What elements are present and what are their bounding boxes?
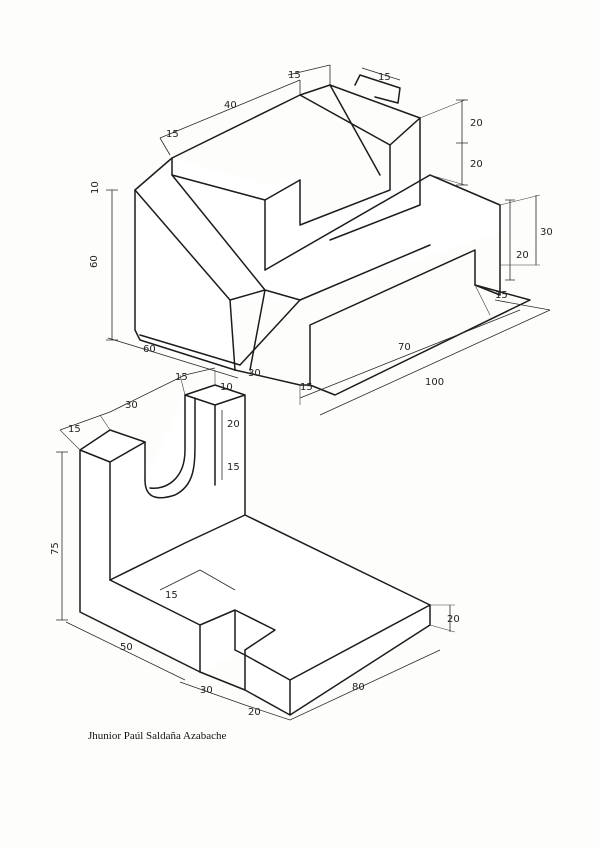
dim-label-lower-80: 80 xyxy=(352,682,365,693)
dim-label-lower-15-slot: 15 xyxy=(227,462,240,473)
upper-left-vertical-edge xyxy=(134,189,236,371)
dim-label-upper-40: 40 xyxy=(224,100,237,111)
upper-right-block xyxy=(264,174,501,386)
dim-label-lower-15-left: 15 xyxy=(68,424,81,435)
dim-label-upper-30-base: 30 xyxy=(248,368,261,379)
dim-label-upper-15-base: 15 xyxy=(300,382,313,393)
dim-label-upper-20-a: 20 xyxy=(470,118,483,129)
upper-front-lower-edge xyxy=(139,299,301,366)
dim-label-upper-15-top: 15 xyxy=(288,70,301,81)
dim-label-lower-20-right: 20 xyxy=(447,614,460,625)
upper-slope-line xyxy=(299,84,391,176)
dim-label-lower-15-top: 15 xyxy=(175,372,188,383)
lower-part: 75 15 30 15 10 20 15 15 50 30 20 80 20 xyxy=(50,367,460,721)
dim-label-upper-60-vertical: 60 xyxy=(89,255,100,268)
dim-label-upper-100: 100 xyxy=(425,377,444,388)
upper-small-tab xyxy=(354,74,401,104)
dim-label-upper-15-right: 15 xyxy=(495,290,508,301)
lower-notch xyxy=(109,579,276,673)
dim-label-upper-15-left: 15 xyxy=(166,129,179,140)
upper-bottom-edge xyxy=(234,369,311,386)
lower-bottom-step xyxy=(199,671,246,691)
upper-part: 60 10 60 15 40 15 15 20 20 30 20 15 70 1… xyxy=(89,64,553,416)
dim-label-lower-30-top: 30 xyxy=(125,400,138,411)
dim-label-lower-75: 75 xyxy=(50,542,61,555)
dim-label-upper-20-c: 20 xyxy=(516,250,529,261)
upper-center-crease xyxy=(229,289,266,371)
dim-label-lower-10: 10 xyxy=(220,382,233,393)
dim-label-lower-20-slot: 20 xyxy=(227,419,240,430)
dim-label-lower-15-notch: 15 xyxy=(165,590,178,601)
dim-label-upper-15-tab: 15 xyxy=(378,72,391,83)
dim-label-upper-70: 70 xyxy=(398,342,411,353)
dim-label-lower-50: 50 xyxy=(120,642,133,653)
dim-label-upper-30: 30 xyxy=(540,227,553,238)
dim-label-lower-20-bottom: 20 xyxy=(248,707,261,718)
upper-ridge xyxy=(171,157,301,201)
author-signature: Jhunior Paúl Saldaña Azabache xyxy=(88,730,227,742)
lower-back-post xyxy=(184,384,246,516)
lower-front-edge xyxy=(244,604,431,716)
dim-label-lower-30-bottom: 30 xyxy=(200,685,213,696)
lower-curved-slot xyxy=(144,394,196,499)
lower-base-top xyxy=(109,514,431,681)
dim-label-upper-20-b: 20 xyxy=(470,159,483,170)
dim-label-upper-60-horizontal: 60 xyxy=(143,344,156,355)
dim-label-upper-10: 10 xyxy=(90,181,101,194)
